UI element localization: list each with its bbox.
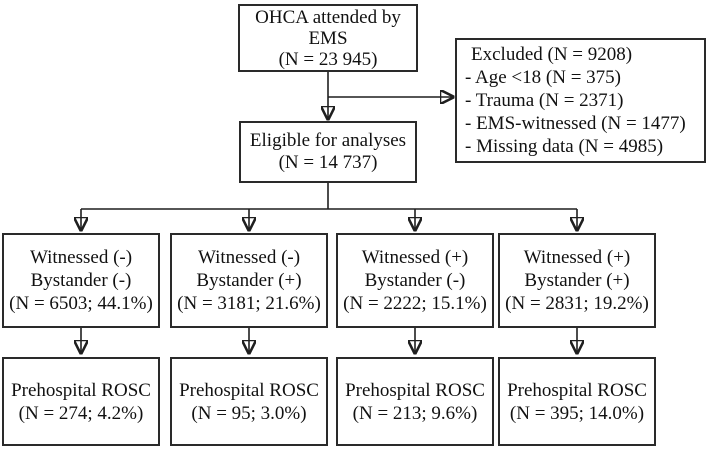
box-line: - EMS-witnessed (N = 1477): [465, 113, 686, 134]
box-line: Prehospital ROSC: [11, 379, 151, 401]
box-line: - Age <18 (N = 375): [465, 67, 621, 88]
box-line: Witnessed (-): [29, 247, 133, 268]
box-line: (N = 6503; 44.1%): [9, 293, 153, 314]
box-line: (N = 23 945): [278, 48, 378, 70]
box-outcome-rosc-4: Prehospital ROSC (N = 395; 14.0%): [498, 357, 656, 446]
box-line: (N = 14 737): [278, 152, 378, 173]
box-line: Bystander (+): [524, 270, 630, 291]
box-excluded: Excluded (N = 9208) - Age <18 (N = 375) …: [455, 38, 706, 163]
box-line: (N = 213; 9.6%): [352, 402, 478, 424]
box-line: Witnessed (-): [197, 247, 301, 268]
box-line: (N = 95; 3.0%): [191, 402, 307, 424]
box-line: (N = 395; 14.0%): [509, 402, 645, 424]
box-group-witnessed-pos-bystander-neg: Witnessed (+) Bystander (-) (N = 2222; 1…: [336, 233, 494, 328]
box-outcome-rosc-2: Prehospital ROSC (N = 95; 3.0%): [170, 357, 328, 446]
box-group-witnessed-pos-bystander-pos: Witnessed (+) Bystander (+) (N = 2831; 1…: [498, 233, 656, 328]
box-line: (N = 3181; 21.6%): [177, 293, 321, 314]
box-line: OHCA attended by: [255, 6, 401, 28]
box-group-witnessed-neg-bystander-pos: Witnessed (-) Bystander (+) (N = 3181; 2…: [170, 233, 328, 328]
box-line: (N = 2222; 15.1%): [343, 293, 487, 314]
box-line: Bystander (-): [364, 270, 466, 291]
box-outcome-rosc-1: Prehospital ROSC (N = 274; 4.2%): [2, 357, 160, 446]
box-line: Prehospital ROSC: [179, 379, 319, 401]
box-line: (N = 274; 4.2%): [18, 402, 144, 424]
box-line: Prehospital ROSC: [507, 379, 647, 401]
box-line: Prehospital ROSC: [345, 379, 485, 401]
box-line: Witnessed (+): [361, 247, 469, 268]
box-line: Bystander (-): [30, 270, 132, 291]
box-line: EMS: [308, 27, 348, 49]
box-line: Bystander (+): [196, 270, 302, 291]
box-line: - Missing data (N = 4985): [465, 136, 664, 157]
box-outcome-rosc-3: Prehospital ROSC (N = 213; 9.6%): [336, 357, 494, 446]
box-line: Eligible for analyses: [249, 130, 407, 151]
box-group-witnessed-neg-bystander-neg: Witnessed (-) Bystander (-) (N = 6503; 4…: [2, 233, 160, 328]
box-line: Witnessed (+): [523, 247, 631, 268]
box-line: Excluded (N = 9208): [471, 44, 633, 65]
box-line: (N = 2831; 19.2%): [505, 293, 649, 314]
box-eligible: Eligible for analyses (N = 14 737): [239, 121, 417, 183]
box-line: - Trauma (N = 2371): [465, 90, 624, 111]
box-ohca-attended: OHCA attended by EMS (N = 23 945): [238, 4, 418, 72]
